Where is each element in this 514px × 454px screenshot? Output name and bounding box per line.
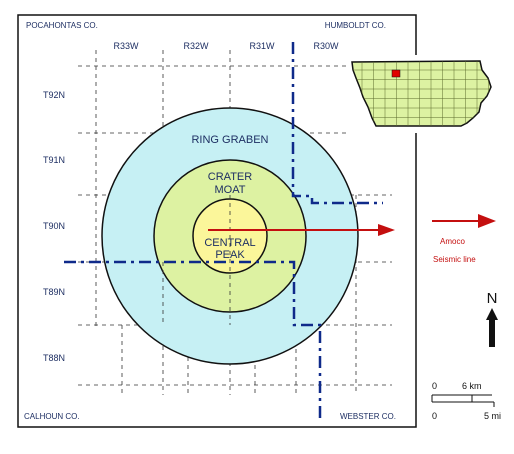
scale-mi-label: 5 mi xyxy=(484,411,501,421)
township-label-2: T91N xyxy=(43,155,65,165)
township-label-5: T88N xyxy=(43,353,65,363)
seismic-legend: Amoco Seismic line xyxy=(432,214,496,264)
ring-graben-label: RING GRABEN xyxy=(191,134,268,146)
county-boundaries xyxy=(64,42,383,420)
range-label-1: R33W xyxy=(113,41,139,51)
central-peak-label-2: PEAK xyxy=(215,249,245,261)
scale-km-zero: 0 xyxy=(432,381,437,391)
county-label-se: WEBSTER CO. xyxy=(340,412,396,421)
north-letter: N xyxy=(487,290,498,307)
north-arrow: N xyxy=(486,290,498,347)
crater-moat-label-2: MOAT xyxy=(215,184,246,196)
township-label-1: T92N xyxy=(43,90,65,100)
legend-arrow-head xyxy=(478,214,496,228)
north-arrow-shaft xyxy=(489,319,495,347)
grid-overlay xyxy=(162,195,231,325)
legend-label-2: Seismic line xyxy=(433,255,476,264)
scale-bar: 0 6 km 0 5 mi xyxy=(431,381,501,421)
township-label-3: T90N xyxy=(43,221,65,231)
range-label-4: R30W xyxy=(313,41,339,51)
county-line-south xyxy=(64,260,322,420)
county-line-north xyxy=(291,42,383,205)
north-arrow-head xyxy=(486,308,498,320)
county-label-ne: HUMBOLDT CO. xyxy=(325,21,386,30)
iowa-outline xyxy=(351,60,492,127)
legend-label-1: Amoco xyxy=(440,237,465,246)
county-label-sw: CALHOUN CO. xyxy=(24,412,80,421)
range-label-2: R32W xyxy=(183,41,209,51)
central-peak-label-1: CENTRAL xyxy=(204,237,255,249)
scale-km-label: 6 km xyxy=(462,381,482,391)
township-label-4: T89N xyxy=(43,287,65,297)
scale-mi-zero: 0 xyxy=(432,411,437,421)
seismic-line xyxy=(208,224,395,236)
range-label-3: R31W xyxy=(249,41,275,51)
iowa-locator-map xyxy=(346,55,498,133)
seismic-arrow-head xyxy=(378,224,395,236)
site-location-marker xyxy=(391,69,401,78)
crater-moat-label-1: CRATER xyxy=(208,171,252,183)
county-label-nw: POCAHONTAS CO. xyxy=(26,21,98,30)
